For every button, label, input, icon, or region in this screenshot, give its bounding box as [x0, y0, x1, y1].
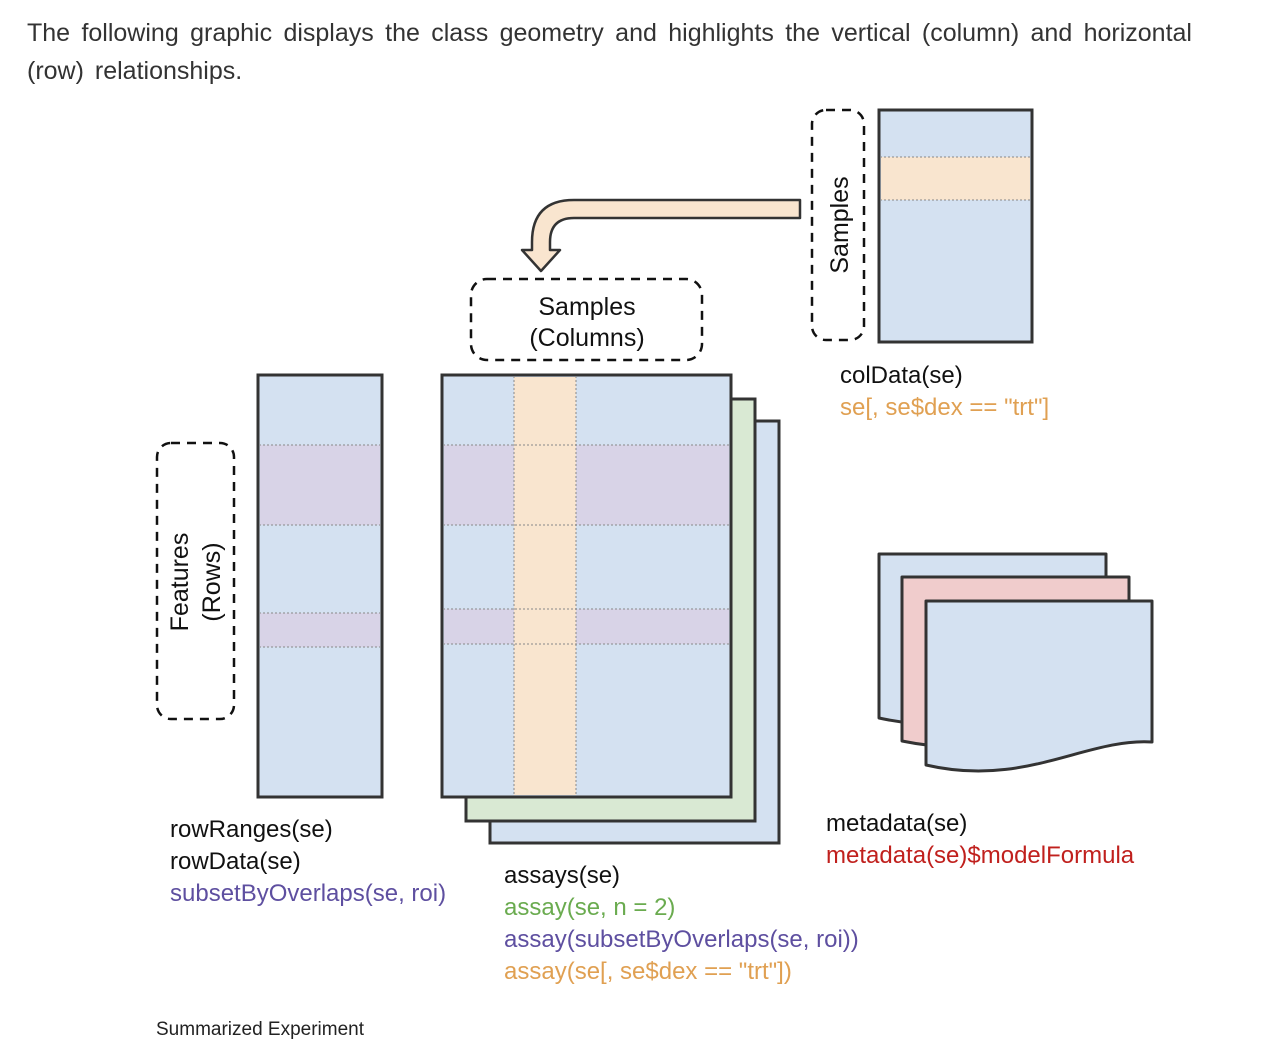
rowdata-labels: rowRanges(se) rowData(se) subsetByOverla…	[170, 816, 446, 907]
coldata-subset-example: se[, se$dex == "trt"]	[840, 394, 1049, 421]
metadata-accessor: metadata(se)	[826, 810, 967, 837]
rowdata-box	[256, 373, 384, 799]
rowdata-panel	[256, 373, 384, 799]
assay-example-n2: assay(se, n = 2)	[504, 894, 675, 921]
assay-example-trt: assay(se[, se$dex == "trt"])	[504, 958, 792, 985]
assays-labels: assays(se) assay(se, n = 2) assay(subset…	[504, 862, 859, 985]
svg-text:Features: Features	[166, 533, 194, 632]
assay-column-highlight	[514, 377, 576, 795]
metadata-doc-front	[924, 599, 1154, 773]
samples-vertical-label: Samples	[826, 176, 854, 273]
samples-columns-label: Samples (Columns)	[469, 277, 704, 362]
coldata-labels: colData(se) se[, se$dex == "trt"]	[840, 362, 1049, 421]
coldata-accessor: colData(se)	[840, 362, 963, 389]
coldata-box	[877, 108, 1034, 344]
coldata-panel: Samples	[810, 108, 1034, 344]
assays-stack	[440, 373, 781, 845]
rowranges-accessor: rowRanges(se)	[170, 816, 333, 843]
assays-accessor: assays(se)	[504, 862, 620, 889]
metadata-example: metadata(se)$modelFormula	[826, 842, 1135, 869]
assay-layer-1	[440, 373, 733, 799]
rowdata-subset-example: subsetByOverlaps(se, roi)	[170, 880, 446, 907]
svg-text:(Rows): (Rows)	[198, 542, 226, 621]
features-rows-label: Features (Rows)	[155, 441, 236, 721]
svg-text:Samples: Samples	[538, 293, 635, 321]
metadata-labels: metadata(se) metadata(se)$modelFormula	[826, 810, 1135, 869]
assay-example-overlaps: assay(subsetByOverlaps(se, roi))	[504, 926, 859, 953]
diagram-caption: Summarized Experiment	[156, 1019, 365, 1040]
rowdata-accessor: rowData(se)	[170, 848, 301, 875]
intro-paragraph: The following graphic displays the class…	[27, 19, 1192, 85]
coldata-highlight-row	[881, 157, 1030, 200]
metadata-documents	[877, 552, 1154, 773]
coldata-to-assay-arrow	[520, 198, 802, 273]
samples-dashed-label-box	[810, 108, 866, 342]
svg-text:(Columns): (Columns)	[529, 324, 644, 352]
